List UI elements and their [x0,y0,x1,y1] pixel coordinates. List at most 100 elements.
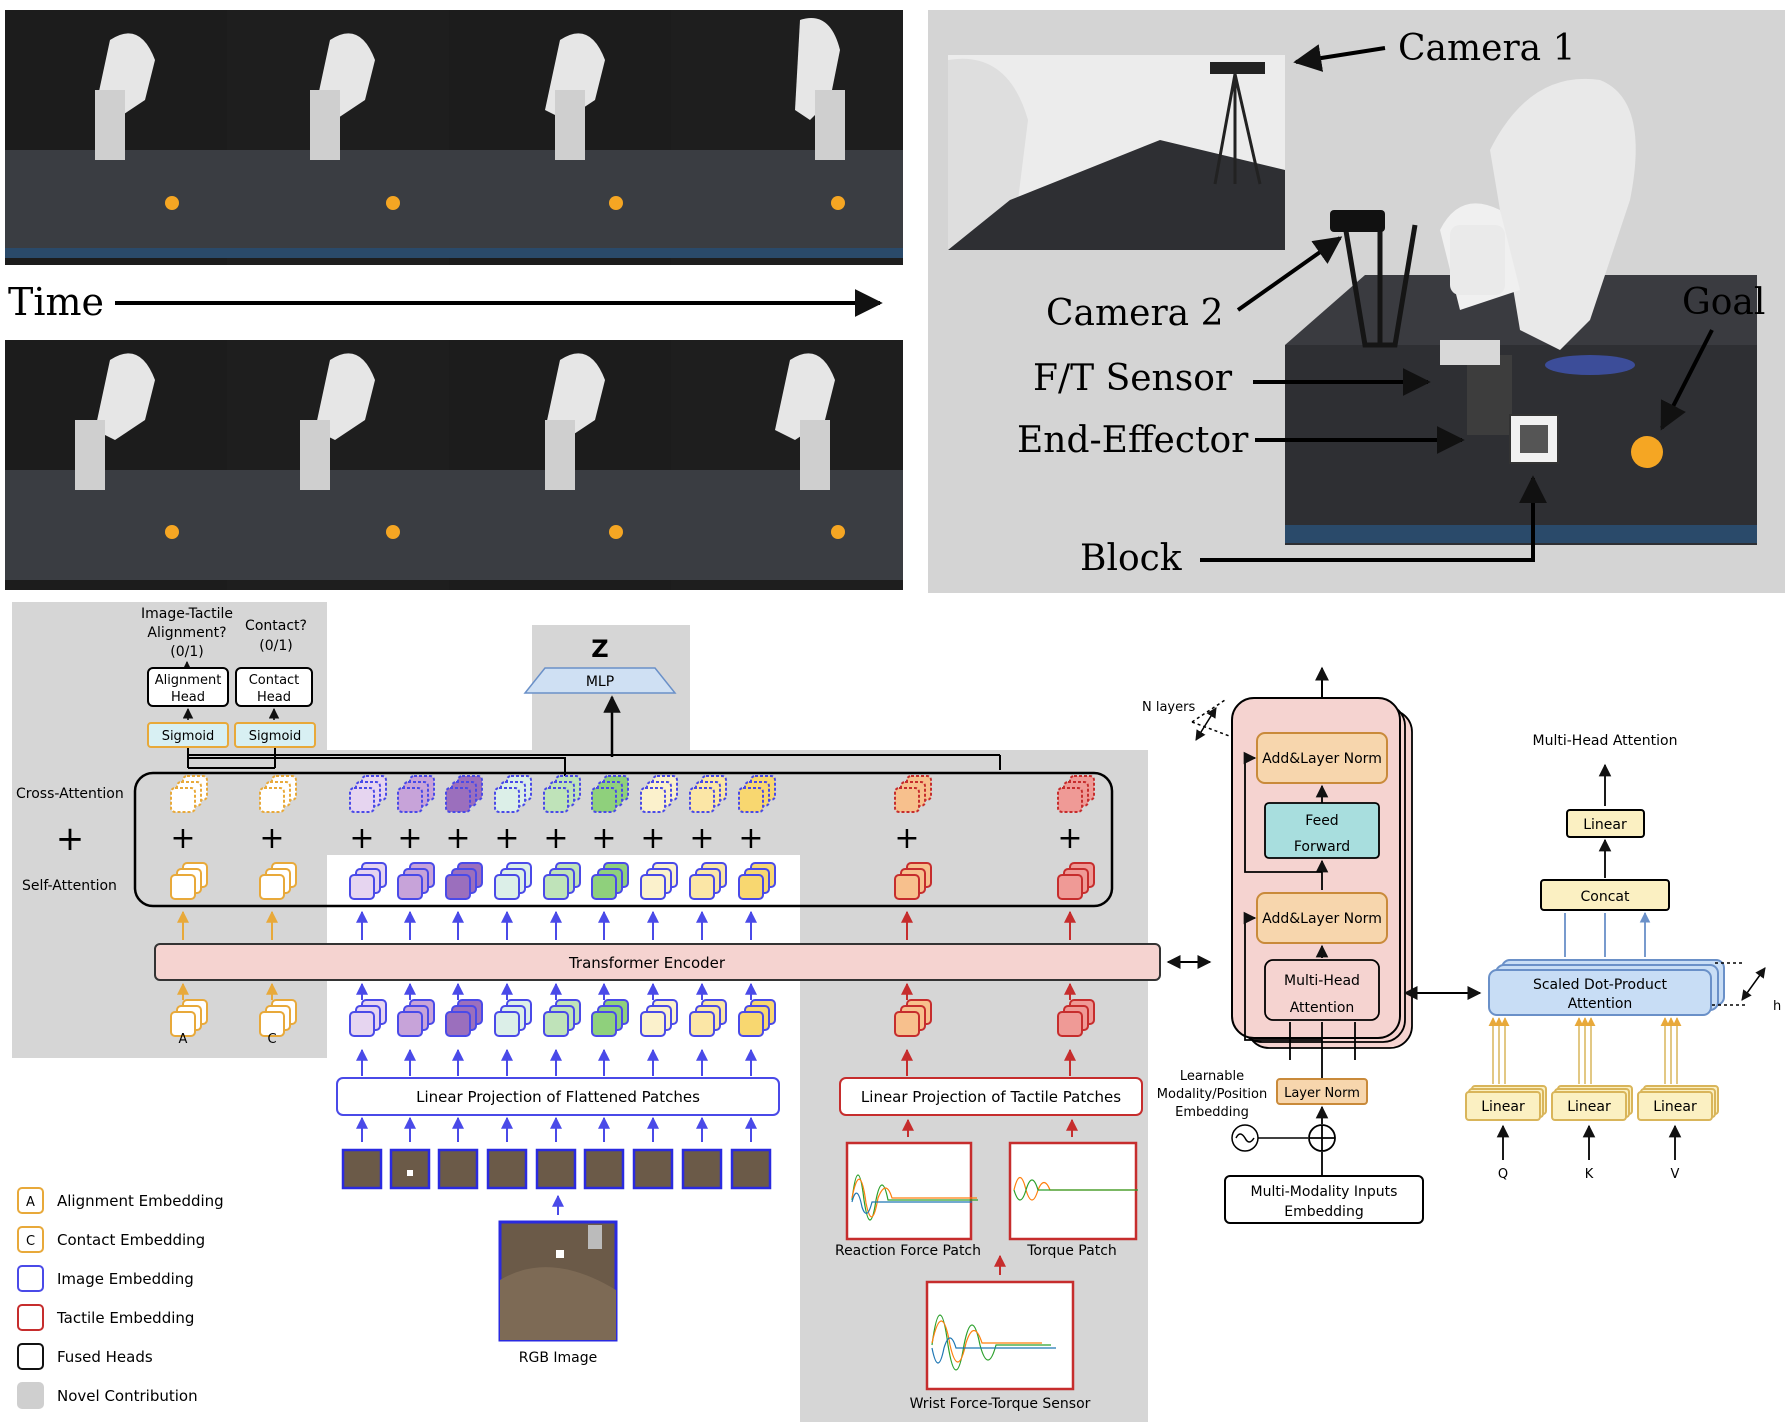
mlp-block: Z MLP [523,635,677,757]
annotation-goal: Goal [1660,282,1765,431]
mlp-label: MLP [586,674,614,690]
annotation-ft-sensor: F/T Sensor [1033,358,1431,399]
cross-token-0 [170,775,208,813]
legend-box-letter-0: A [26,1195,35,1210]
feed-forward-label-1: Feed [1305,813,1338,829]
cross-token-5 [494,775,532,813]
self-token-0 [170,862,208,900]
linear-proj-patches-label: Linear Projection of Flattened Patches [416,1088,700,1106]
frame-1 [5,10,227,265]
fusion-box [133,771,1114,908]
mha-label-2: Attention [1290,1000,1355,1016]
learnable-label-2: Modality/Position [1157,1087,1267,1102]
legend-box-letter-1: C [26,1234,35,1249]
transformer-encoder-bar [154,943,1161,981]
input-token-3 [397,999,435,1037]
input-token-6 [543,999,581,1037]
annotation-block: Block [1080,475,1547,579]
alignment-question-3: (0/1) [170,644,203,660]
setup-photo-panel: Camera 1 Camera 2 F/T Sensor End-Effecto… [928,10,1785,593]
self-token-1 [259,862,297,900]
layer-norm-label: Layer Norm [1284,1086,1360,1101]
self-token-12 [1057,862,1095,900]
goal-dot [1631,436,1663,468]
linear-proj-tactile-box [839,1077,1143,1116]
z-label: Z [591,635,608,663]
mha-box [1264,959,1380,1021]
cross-token-8 [640,775,678,813]
self-token-9 [689,862,727,900]
rgb-patch-2 [437,1148,479,1190]
annotation-camera2: Camera 2 [1046,236,1343,334]
torque-patch: Torque Patch [1008,1118,1138,1259]
mlp-trapezoid [523,667,677,694]
plus-sign-9: + [689,821,714,856]
rgb-patch-8 [730,1148,772,1190]
rgb-patch-6 [632,1148,674,1190]
linear-proj-tactile-label: Linear Projection of Tactile Patches [861,1088,1121,1106]
self-token-7 [591,862,629,900]
cross-token-2 [349,775,387,813]
mha-linear-2-layer-0 [1637,1091,1713,1121]
alignment-sigmoid-label: Sigmoid [162,729,215,744]
legend-swatch-5 [17,1382,44,1409]
legend-label-5: Novel Contribution [57,1387,198,1405]
inputs-label-1: Multi-Modality Inputs [1251,1184,1398,1200]
cross-token-11 [894,775,932,813]
plus-sign-6: + [543,821,568,856]
plus-sign-8: + [640,821,665,856]
frame-2 [227,10,449,265]
frame-3 [449,10,671,265]
camera1-label: Camera 1 [1398,28,1575,69]
self-attention-label: Self-Attention [22,878,117,894]
alignment-head-label-2: Head [171,690,205,705]
legend-label-0: Alignment Embedding [57,1192,224,1210]
sdpa-label-2: Attention [1568,996,1633,1012]
self-token-11 [894,862,932,900]
cross-token-10 [738,775,776,813]
cross-token-12 [1057,775,1095,813]
contact-head-group: Contact? (0/1) Contact Head Sigmoid [234,618,316,748]
mha-label-1: Multi-Head [1284,973,1360,989]
plus-sign-1: + [259,821,284,856]
plus-sign-0: + [170,821,195,856]
inputs-embedding-box [1224,1175,1424,1224]
rgb-patch-0 [341,1148,383,1190]
self-token-3 [397,862,435,900]
end-effector-label: End-Effector [1017,420,1249,461]
mha-linear-label-2: Linear [1653,1099,1697,1115]
time-label: Time [8,280,104,324]
wrist-sensor: Wrist Force-Torque Sensor [910,1254,1091,1412]
self-token-4 [445,862,483,900]
wrist-sensor-label: Wrist Force-Torque Sensor [910,1396,1091,1412]
alignment-sigmoid [147,722,229,748]
mha-linear-1-layer-0 [1551,1091,1627,1121]
cross-token-4 [445,775,483,813]
plus-sign-3: + [397,821,422,856]
patch-layer [341,1116,772,1190]
input-token-7 [591,999,629,1037]
frame-8 [671,340,903,590]
legend-swatch-2 [17,1265,44,1292]
plus-sign-10: + [738,821,763,856]
input-token-8 [640,999,678,1037]
mha-linear-label-0: Linear [1481,1099,1525,1115]
legend-swatch-1 [17,1226,44,1253]
alignment-head-group: Image-Tactile Alignment? (0/1) Alignment… [141,606,233,748]
cross-token-3 [397,775,435,813]
qkv-label-0: Q [1498,1167,1508,1182]
self-token-10 [738,862,776,900]
add-norm-top [1256,732,1388,784]
learnable-label-1: Learnable [1180,1069,1244,1084]
alignment-question-1: Image-Tactile [141,606,233,622]
linear-proj-patches-box [336,1077,780,1116]
legend-label-2: Image Embedding [57,1270,194,1288]
contact-head-box [235,667,313,707]
block-label: Block [1080,538,1183,579]
input-token-9 [689,999,727,1037]
sdpa-box [1488,969,1712,1016]
feed-forward [1264,802,1380,859]
frame-4 [671,10,903,265]
input-token-4 [445,999,483,1037]
